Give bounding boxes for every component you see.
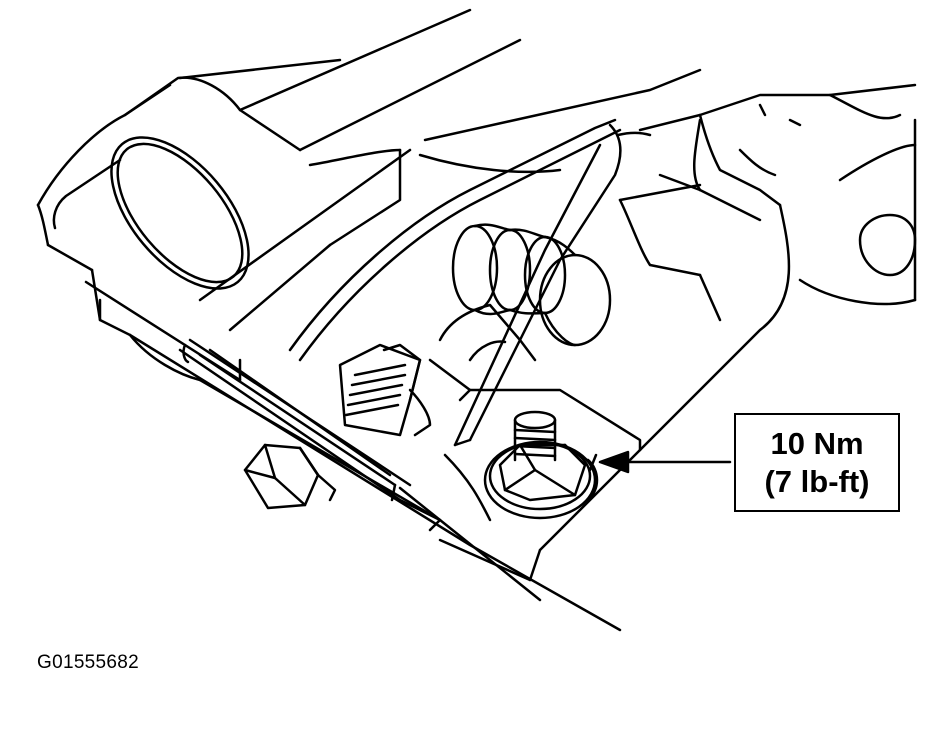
- right-housing: [618, 83, 917, 452]
- figure-id: G01555682: [37, 652, 140, 673]
- callout-arrow-icon: [598, 450, 732, 474]
- hex-nut-icon: [483, 410, 599, 520]
- torque-callout: 10 Nm (7 lb-ft): [734, 413, 900, 512]
- tube-opening: [110, 136, 250, 290]
- threaded-stud: [338, 343, 432, 437]
- hex-bolt-left: [243, 443, 337, 510]
- ribbed-bumper: [438, 223, 612, 362]
- upper-bracket: [36, 8, 522, 272]
- spring-clip: [288, 118, 652, 447]
- slotted-strap: [178, 338, 442, 532]
- base-plate: [428, 358, 642, 582]
- torque-imperial: (7 lb-ft): [764, 463, 870, 499]
- torque-metric: 10 Nm: [770, 425, 864, 461]
